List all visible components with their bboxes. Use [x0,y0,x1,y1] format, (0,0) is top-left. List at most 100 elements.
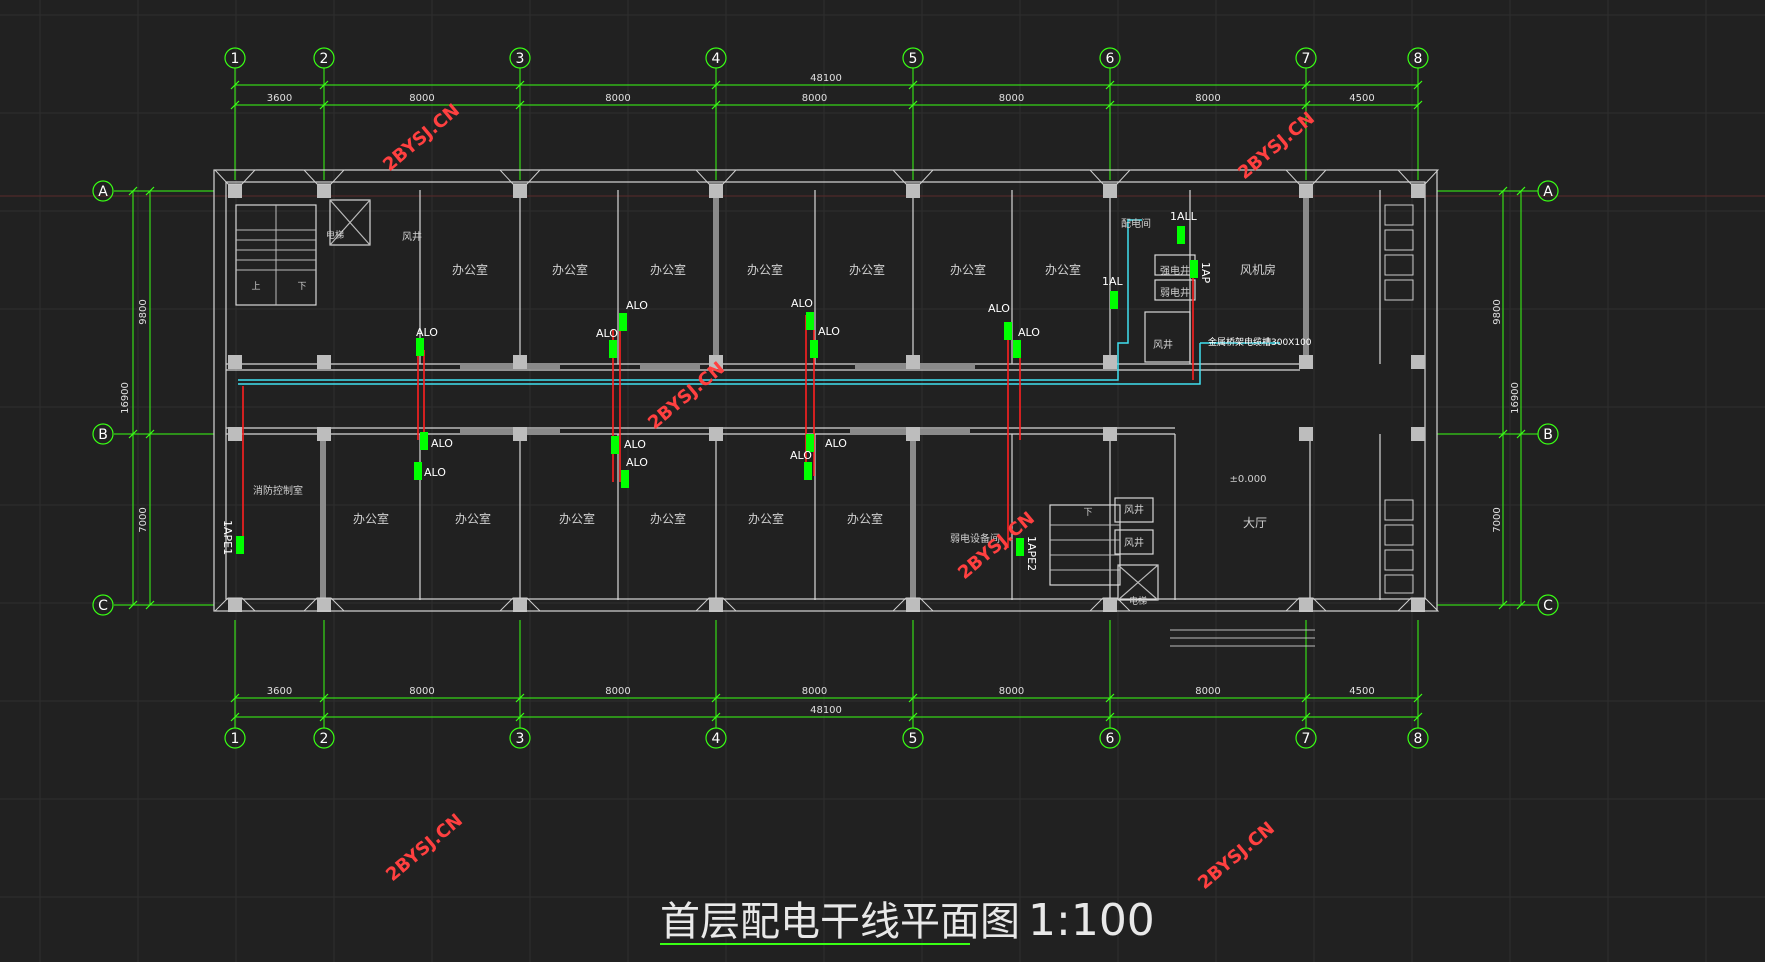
svg-text:7: 7 [1302,731,1311,747]
panel-alo: ALO [619,299,648,331]
building-walls [213,169,1438,647]
column-block [1299,184,1313,198]
watermark-text: 2BYSJ.CN [1194,818,1279,894]
svg-text:8: 8 [1414,51,1423,67]
column-block [317,184,331,198]
axis-bubble-col-7: 7 [1295,47,1317,69]
svg-text:1: 1 [231,51,240,67]
dim-text-bottom: 4500 [1349,686,1374,697]
watermark-text: 2BYSJ.CN [644,358,729,434]
room-label-air-shaft: 风井 [402,230,422,243]
column-block [1299,355,1313,369]
svg-text:ALO: ALO [626,456,648,469]
svg-text:3: 3 [516,731,525,747]
panel-1al: 1AL [1102,275,1124,309]
dim-total-bottom: 48100 [810,705,842,716]
stair-down-label: 下 [1083,508,1092,518]
dim-text-top: 8000 [802,93,827,104]
column-block [228,355,242,369]
panel-alo: ALO [621,456,648,488]
axis-bubble-col-4: 4 [705,47,727,69]
svg-text:ALO: ALO [424,466,446,479]
dim-left-2: 7000 [138,507,149,532]
axis-bubble-col-2: 2 [313,47,335,69]
column-block [1103,355,1117,369]
axis-bubble-row-B: B [92,423,114,445]
axis-bubble-col-6: 6 [1099,47,1121,69]
room-label-office: 办公室 [552,262,588,277]
svg-text:1AP: 1AP [1199,262,1212,284]
dim-right-total: 16900 [1510,382,1521,414]
drawing-title: 首层配电干线平面图 [660,899,1020,945]
axis-bubble-col-8: 8 [1407,727,1429,749]
dim-text-top: 3600 [267,93,292,104]
room-label-office: 办公室 [847,511,883,526]
column-block [906,598,920,612]
drawing-scale: 1:100 [1028,895,1155,946]
axis-layer: 1122334455667788360036008000800080008000… [92,47,1559,749]
elevator-left [329,199,371,246]
room-label-office: 办公室 [455,511,491,526]
dim-text-top: 8000 [409,93,434,104]
column-block [709,427,723,441]
dim-right-1: 9800 [1492,299,1503,324]
axis-bubble-col-1: 1 [224,727,246,749]
column-block [709,355,723,369]
panel-alo: ALO [988,302,1012,340]
axis-bubble-row-A: A [92,180,114,202]
room-label-elevator: 电梯 [1129,595,1147,607]
dim-text-bottom: 8000 [409,686,434,697]
room-label-office: 办公室 [849,262,885,277]
svg-text:ALO: ALO [988,302,1010,315]
axis-bubble-col-6: 6 [1099,727,1121,749]
column-block [513,355,527,369]
column-block [1299,598,1313,612]
air-shaft-box [1144,311,1191,363]
room-label-fan-room: 风机房 [1240,262,1276,277]
room-label-elevator: 电梯 [326,229,344,241]
panel-alo: ALO [790,449,812,480]
axis-bubble-col-2: 2 [313,727,335,749]
air-shaft-box-3 [1114,529,1154,555]
column-block [709,184,723,198]
air-shaft-box-2 [1114,497,1154,523]
tray-label: 金属桥架电缆槽300X100 [1208,336,1312,348]
panel-alo: ALO [596,327,618,358]
svg-text:5: 5 [909,731,918,747]
svg-text:B: B [1543,427,1553,443]
svg-text:C: C [1543,598,1553,614]
column-block [906,427,920,441]
axis-bubble-col-4: 4 [705,727,727,749]
column-block [317,355,331,369]
svg-text:7: 7 [1302,51,1311,67]
svg-text:A: A [1543,184,1553,200]
dim-left-1: 9800 [138,299,149,324]
elevation-mark: ±0.000 [1229,474,1266,485]
dim-text-top: 8000 [1195,93,1220,104]
panel-1ape1: 1APE1 [221,520,244,555]
room-label-office: 办公室 [747,262,783,277]
column-block [1411,598,1425,612]
room-label-office: 办公室 [559,511,595,526]
svg-text:1ALL: 1ALL [1170,210,1198,223]
axis-bubble-col-8: 8 [1407,47,1429,69]
column-block [1411,184,1425,198]
svg-text:ALO: ALO [596,327,618,340]
svg-text:ALO: ALO [790,449,812,462]
svg-text:1: 1 [231,731,240,747]
drawing-title-block: 首层配电干线平面图 1:100 [660,895,1155,946]
panel-alo: ALO [416,326,438,356]
stair-up-label: 上 [251,281,260,292]
panel-alo: ALO [420,432,453,450]
room-label-office: 办公室 [650,262,686,277]
room-label-strong-well: 强电井 [1160,264,1190,277]
svg-text:ALO: ALO [791,297,813,310]
stair-down-label: 下 [297,282,306,292]
room-label-air-shaft: 风井 [1124,536,1144,549]
elevator-right [1117,564,1159,601]
svg-text:6: 6 [1106,51,1115,67]
panel-alo: ALO [414,462,446,480]
room-label-lobby: 大厅 [1243,516,1267,530]
